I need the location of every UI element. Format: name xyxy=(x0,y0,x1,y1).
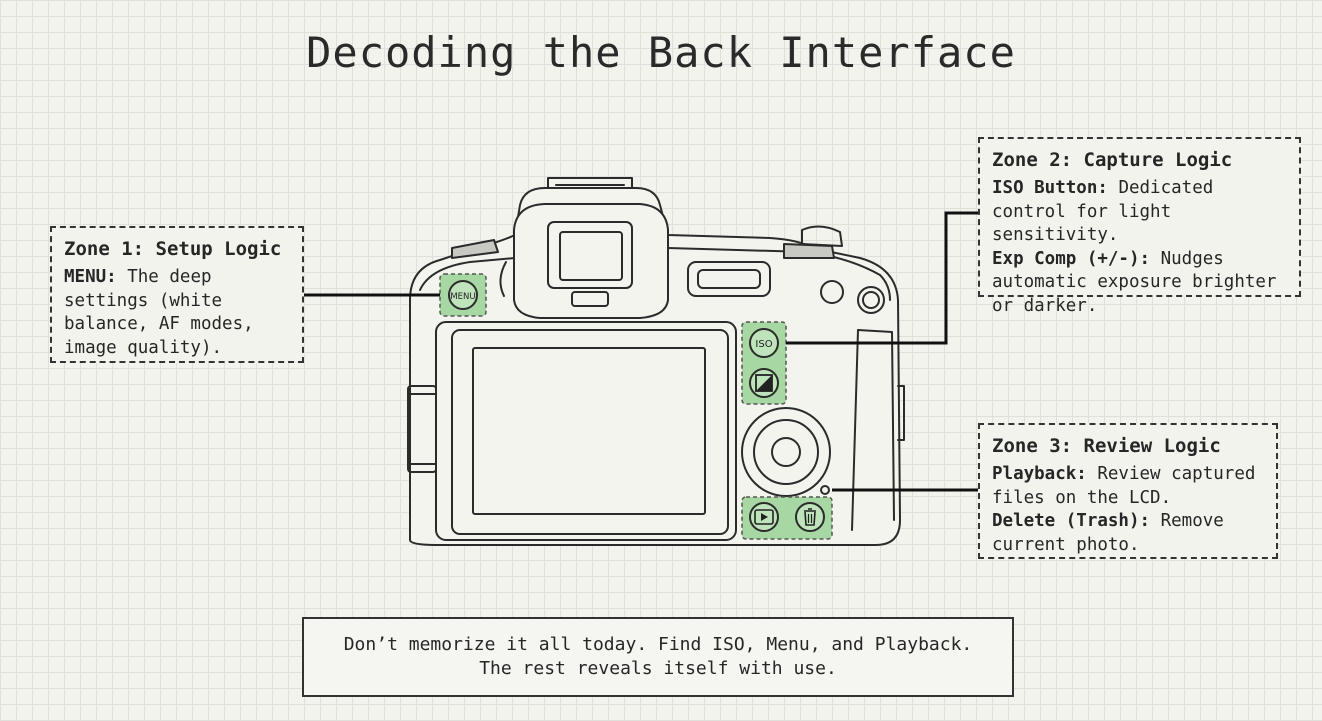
footer-line-1: Don’t memorize it all today. Find ISO, M… xyxy=(343,634,973,655)
footer-note: Don’t memorize it all today. Find ISO, M… xyxy=(302,617,1014,697)
zone-1-callout: Zone 1: Setup Logic MENU: The deep setti… xyxy=(50,226,304,363)
playback-icon xyxy=(749,502,779,532)
zone-3-heading: Zone 3: Review Logic xyxy=(992,435,1221,457)
zone-3-term-delete: Delete (Trash): xyxy=(992,511,1151,531)
zone-2-term-expcomp: Exp Comp (+/-): xyxy=(992,248,1151,269)
zone-2-term-iso: ISO Button: xyxy=(992,178,1108,198)
review-buttons-zone xyxy=(741,496,833,540)
zone-2-desc-expcomp: Nudges automatic exposure brighter or da… xyxy=(992,248,1277,316)
zone-1-item-menu: MENU: The deep settings (white balance, … xyxy=(64,266,290,360)
exposure-compensation-icon xyxy=(749,368,779,398)
zone-1-term-menu: MENU: xyxy=(64,267,117,287)
page-title: Decoding the Back Interface xyxy=(306,28,1016,77)
zone-2-item-iso: ISO Button: Dedicated control for light … xyxy=(992,177,1287,248)
connector-lines xyxy=(304,211,978,492)
zone-2-heading: Zone 2: Capture Logic xyxy=(992,149,1233,171)
trash-icon xyxy=(795,502,825,532)
zone-2-desc-iso: Dedicated control for light sensitivity. xyxy=(992,178,1214,245)
zone-1-heading: Zone 1: Setup Logic xyxy=(64,238,282,260)
zone-3-callout: Zone 3: Review Logic Playback: Review ca… xyxy=(978,423,1278,559)
capture-buttons-zone: ISO xyxy=(741,321,787,405)
zone-2-item-expcomp: Exp Comp (+/-): Nudges automatic exposur… xyxy=(992,248,1287,319)
zone-2-callout: Zone 2: Capture Logic ISO Button: Dedica… xyxy=(978,137,1301,316)
zone-3-item-delete: Delete (Trash): Remove current photo. xyxy=(992,510,1264,557)
menu-button-label: MENU xyxy=(450,292,475,302)
menu-button-zone: MENU xyxy=(439,273,487,317)
zone-1-desc-menu: The deep settings (white balance, AF mod… xyxy=(64,267,254,358)
zone-3-term-playback: Playback: xyxy=(992,464,1087,484)
zone-3-desc-playback: Review captured files on the LCD. xyxy=(992,464,1256,508)
footer-line-2: The rest reveals itself with use. xyxy=(479,658,837,679)
zone-3-desc-delete: Remove current photo. xyxy=(992,511,1224,555)
zone-3-item-playback: Playback: Review captured files on the L… xyxy=(992,463,1264,510)
iso-button-label: ISO xyxy=(755,339,772,350)
